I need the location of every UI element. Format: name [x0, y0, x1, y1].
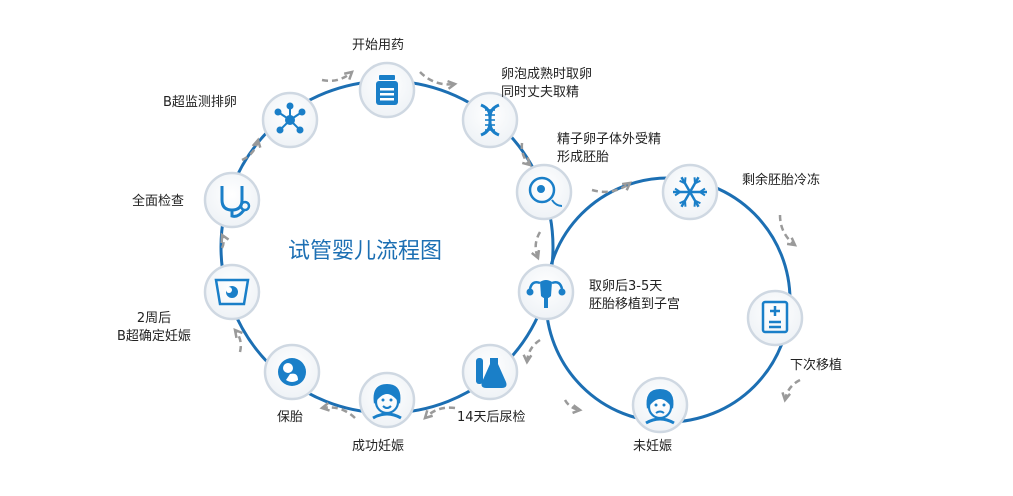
page-title: 试管婴儿流程图: [288, 239, 443, 264]
flow-arrow: [419, 71, 456, 86]
step-label-full-exam: 全面检查: [132, 194, 185, 209]
snowflake-icon: [673, 176, 707, 208]
test-tube-icon: [476, 358, 507, 388]
step-node: [261, 91, 319, 149]
step-node: [661, 163, 719, 221]
medicine-bottle-icon: [376, 75, 398, 105]
dna-icon: [480, 103, 500, 137]
ultrasound-icon: [214, 278, 250, 306]
step-label-embryo-freezing: 剩余胚胎冷冻: [742, 173, 821, 188]
step-label-pregnancy-success: 成功妊娠: [352, 439, 405, 454]
uterus-icon: [526, 280, 566, 308]
flow-arrowhead: [781, 392, 792, 403]
step-node: [746, 289, 804, 347]
step-label-pregnancy-protection: 保胎: [277, 410, 304, 425]
flow-arrowhead: [522, 354, 533, 365]
step-label-ultrasound-confirm: 2周后 B超确定妊娠: [117, 311, 191, 344]
molecule-icon: [274, 102, 306, 134]
flow-arrowhead: [319, 402, 330, 412]
step-label-ovulation-monitor: B超监测排卵: [163, 95, 237, 110]
flow-arrowhead: [251, 137, 262, 149]
step-node: [203, 171, 261, 229]
step-node: [515, 163, 573, 221]
egg-sperm-icon: [528, 176, 563, 207]
document-icon: [761, 300, 789, 334]
flow-arrowhead: [447, 79, 458, 90]
step-label-egg-retrieval: 卵泡成熟时取卵 同时丈夫取精: [501, 67, 593, 100]
step-node: [461, 91, 519, 149]
step-label-fertilization: 精子卵子体外受精 形成胚胎: [557, 132, 662, 165]
flow-arrow: [563, 399, 581, 412]
flow-arrowhead: [786, 237, 798, 247]
step-label-embryo-transfer: 取卵后3-5天 胚胎移植到子宫: [589, 279, 681, 312]
flow-arrow: [591, 181, 631, 194]
step-label-start-medication: 开始用药: [352, 38, 405, 53]
step-label-not-pregnant: 未妊娠: [633, 439, 673, 454]
flow-arrowhead: [572, 404, 583, 415]
flow-arrowhead: [220, 232, 230, 244]
step-node: [203, 263, 261, 321]
step-node: [358, 371, 416, 429]
flow-arrow: [424, 406, 456, 419]
flow-arrowhead: [621, 181, 633, 191]
flow-arrow: [321, 406, 356, 419]
fetus-icon: [278, 358, 306, 386]
flow-arrows: [220, 70, 801, 420]
sad-woman-icon: [645, 389, 675, 425]
step-label-urine-test: 14天后尿检: [457, 410, 526, 425]
happy-woman-icon: [372, 384, 402, 420]
step-node: [631, 376, 689, 434]
step-node: [358, 61, 416, 119]
flow-arrowhead: [531, 249, 541, 261]
flow-arrowhead: [423, 409, 434, 420]
step-nodes: [203, 61, 804, 434]
flow-arrow: [778, 214, 796, 246]
flow-arrowhead: [521, 157, 532, 167]
flow-arrowhead: [233, 327, 243, 339]
flow-arrow: [321, 71, 353, 83]
step-node: [517, 263, 575, 321]
stethoscope-icon: [220, 186, 251, 218]
flow-arrowhead: [343, 70, 354, 80]
step-node: [263, 343, 321, 401]
step-node: [461, 343, 519, 401]
step-label-next-transfer: 下次移植: [790, 358, 843, 373]
